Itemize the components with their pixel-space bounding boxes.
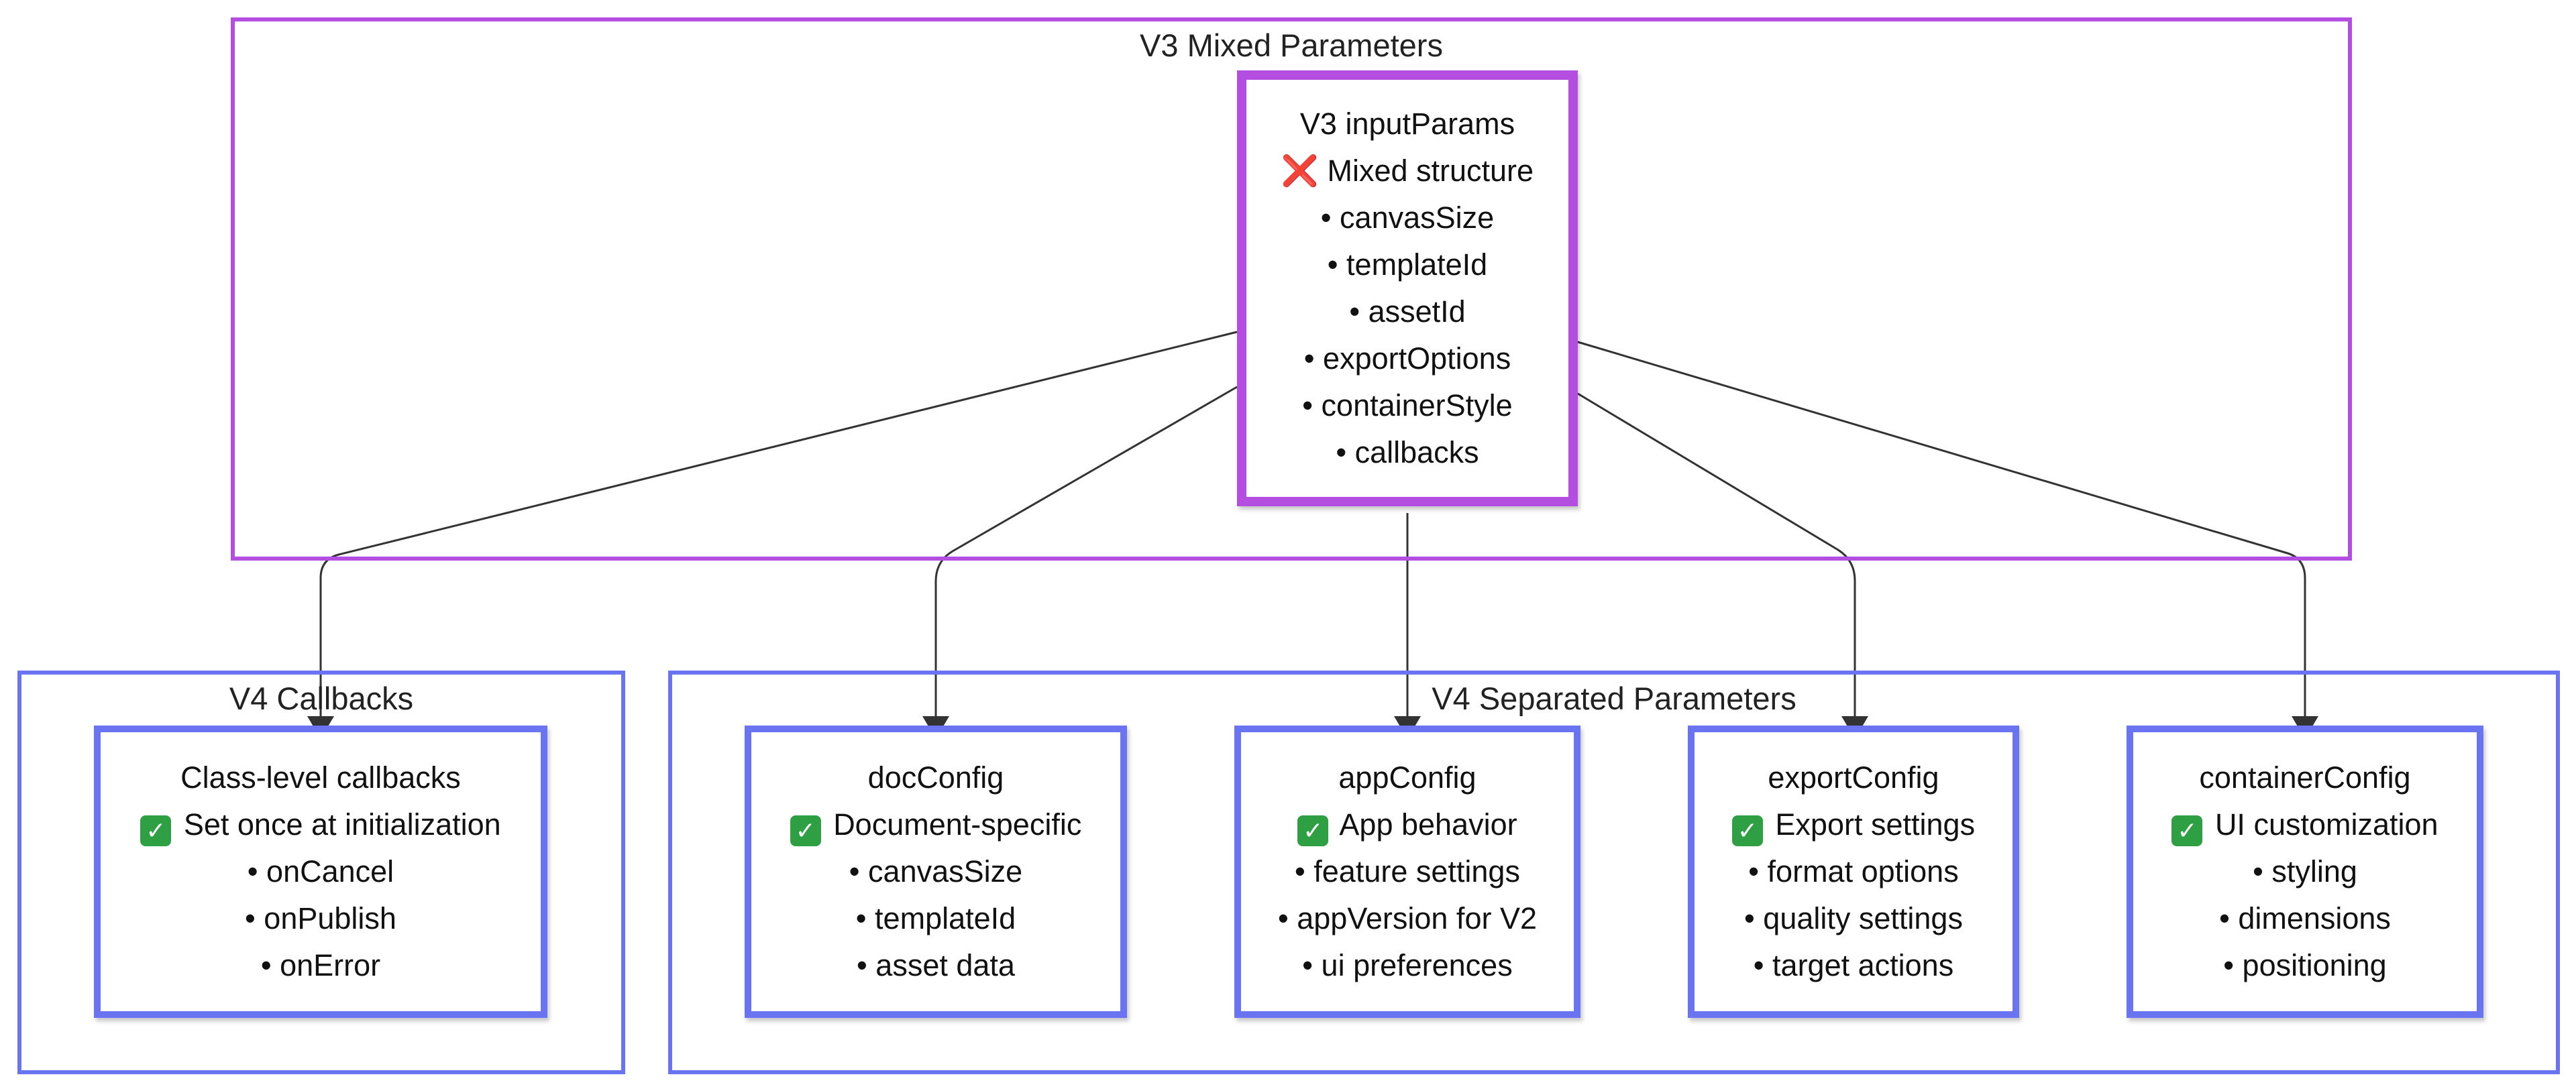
node-status: ✓ Export settings (1731, 801, 1976, 848)
node-item: • target actions (1753, 948, 1954, 982)
edge-v3-to-exportconfig (1577, 392, 1856, 717)
node-title: containerConfig (2199, 760, 2411, 795)
node-item: • positioning (2223, 948, 2387, 982)
edge-v3-to-containerconfig (1577, 341, 2306, 717)
node-title: Class-level callbacks (180, 760, 461, 795)
node-title: V3 inputParams (1299, 107, 1515, 141)
node-item: • templateId (855, 901, 1016, 935)
edge-v3-to-callbacks (319, 331, 1238, 717)
node-item: • templateId (1327, 247, 1488, 282)
node-status: ✓ App behavior (1297, 801, 1517, 848)
node-item: • exportOptions (1303, 341, 1511, 376)
node-item: • format options (1748, 854, 1959, 888)
status-text: Export settings (1775, 807, 1976, 842)
node-appconfig: appConfig ✓ App behavior • feature setti… (1234, 726, 1580, 1018)
node-v3-inputparams: V3 inputParams ❌ Mixed structure • canva… (1237, 70, 1578, 506)
cluster-label: V4 Separated Parameters (1432, 681, 1796, 716)
node-status: ✓ UI customization (2171, 801, 2438, 848)
node-item: • quality settings (1744, 901, 1963, 935)
cluster-label: V4 Callbacks (229, 681, 414, 716)
status-text: UI customization (2214, 807, 2438, 842)
node-item: • canvasSize (849, 854, 1023, 888)
node-status: ❌ Mixed structure (1281, 148, 1534, 194)
node-class-level-callbacks: Class-level callbacks ✓ Set once at init… (94, 726, 547, 1018)
node-containerconfig: containerConfig ✓ UI customization • sty… (2127, 726, 2483, 1018)
status-text: Mixed structure (1327, 154, 1534, 188)
node-title: exportConfig (1768, 760, 1939, 795)
node-item: • feature settings (1295, 854, 1520, 888)
node-item: • onCancel (247, 854, 394, 888)
node-item: • onError (260, 948, 381, 982)
node-title: appConfig (1338, 760, 1477, 795)
cluster-v4-callbacks: V4 Callbacks (17, 671, 625, 1074)
cluster-v4-separated-parameters: V4 Separated Parameters (668, 671, 2560, 1074)
node-status: ✓ Set once at initialization (140, 801, 501, 848)
check-mark-icon: ✓ (1731, 815, 1763, 846)
node-item: • asset data (857, 948, 1015, 982)
node-item: • onPublish (245, 901, 396, 935)
check-mark-icon: ✓ (2171, 815, 2203, 846)
check-mark-icon: ✓ (790, 815, 821, 846)
node-exportconfig: exportConfig ✓ Export settings • format … (1688, 726, 2019, 1018)
node-status: ✓ Document-specific (790, 801, 1082, 848)
cluster-v3-mixed-parameters: V3 Mixed Parameters (231, 17, 2352, 561)
node-item: • canvasSize (1320, 200, 1495, 235)
status-text: Document-specific (833, 807, 1082, 842)
cross-mark-icon: ❌ (1281, 154, 1319, 188)
status-text: App behavior (1339, 807, 1517, 842)
node-item: • appVersion for V2 (1278, 901, 1537, 935)
check-mark-icon: ✓ (140, 815, 172, 846)
node-item: • assetId (1349, 294, 1466, 329)
node-item: • ui preferences (1302, 948, 1513, 982)
cluster-label: V3 Mixed Parameters (1140, 27, 1443, 63)
check-mark-icon: ✓ (1297, 815, 1329, 846)
node-item: • dimensions (2219, 901, 2391, 935)
status-text: Set once at initialization (183, 807, 501, 842)
node-docconfig: docConfig ✓ Document-specific • canvasSi… (745, 726, 1127, 1018)
node-item: • callbacks (1336, 435, 1479, 469)
edge-v3-to-docconfig (934, 386, 1238, 717)
node-title: docConfig (867, 760, 1004, 795)
node-item: • containerStyle (1302, 388, 1513, 422)
node-item: • styling (2253, 854, 2357, 888)
